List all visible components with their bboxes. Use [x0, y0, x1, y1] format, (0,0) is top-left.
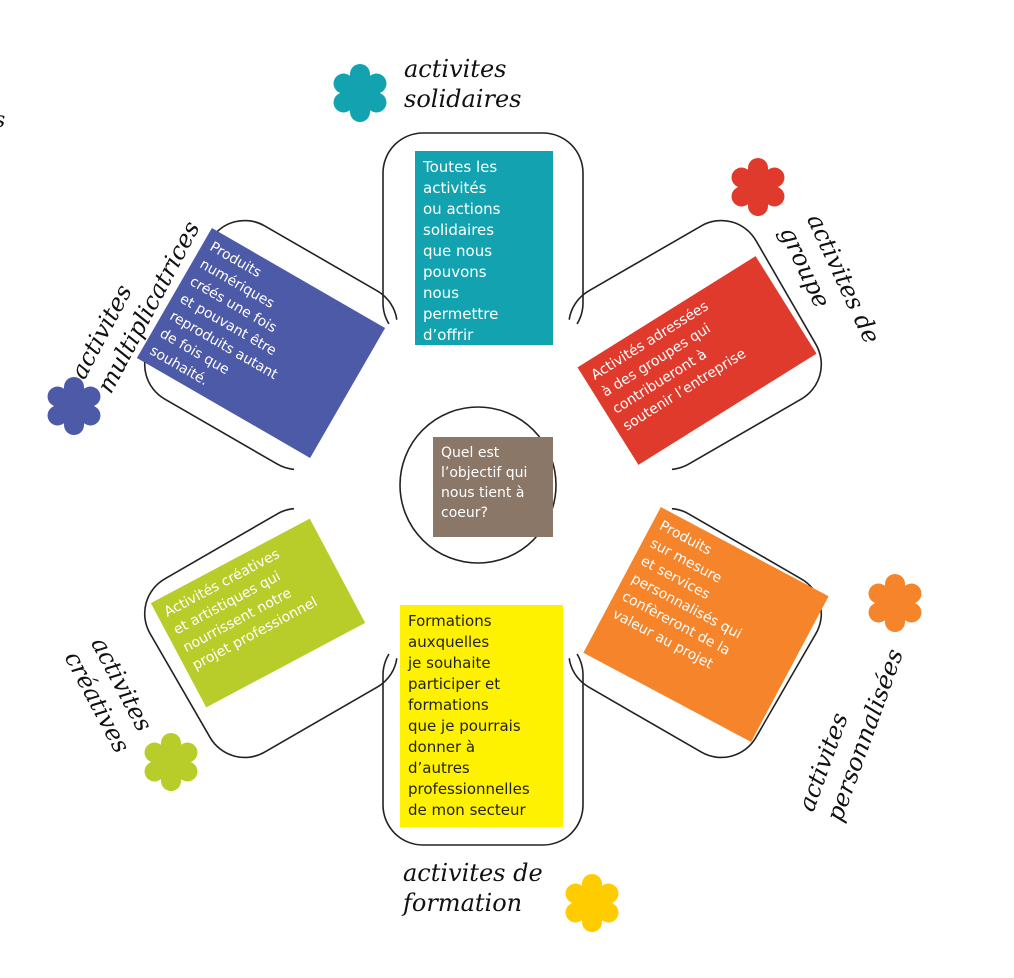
center-circle [399, 406, 557, 564]
asterisk-icon [731, 158, 785, 216]
asterisk-icon [47, 377, 101, 435]
asterisk-icon [565, 874, 619, 932]
label-solidaires: activites solidaires [404, 55, 522, 113]
asterisk-icon [333, 64, 387, 122]
label-formation: activites de formation [403, 859, 543, 917]
asterisk-icon [868, 574, 922, 632]
petal-formation: Formations auxquelles je souhaite partic… [400, 605, 563, 827]
center-question: Quel est l’objectif qui nous tient à coe… [433, 437, 553, 537]
petal-solidaires: Toutes les activités ou actions solidair… [415, 151, 553, 345]
stray-mark: s [0, 108, 5, 133]
asterisk-icon [144, 733, 198, 791]
